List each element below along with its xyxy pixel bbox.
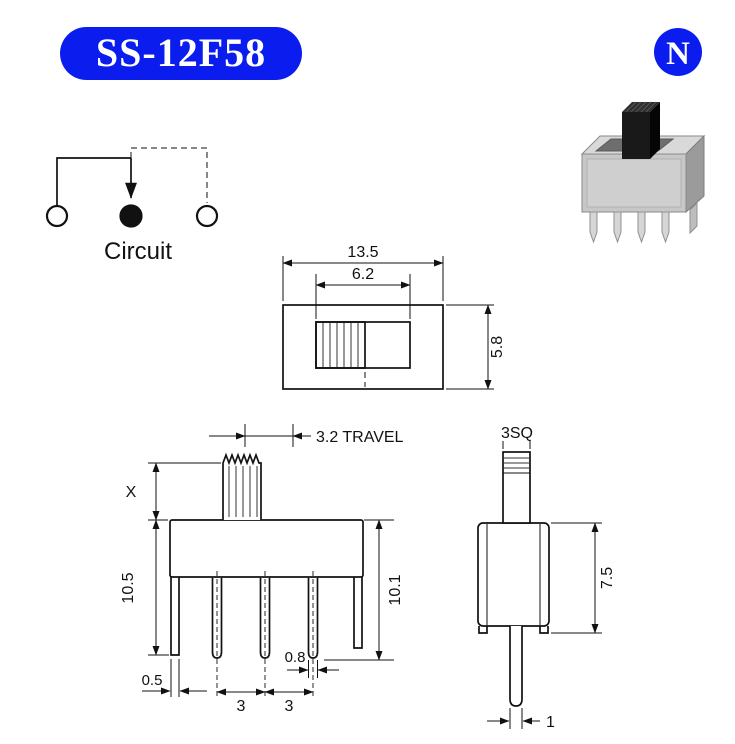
- photo-knob-side: [650, 102, 660, 159]
- circuit-label: Circuit: [104, 238, 172, 265]
- dim-knob-square-label: 3SQ: [501, 425, 533, 442]
- dim-pitch-right-label: 3: [285, 698, 294, 715]
- dim-travel-label: 3.2 TRAVEL: [316, 429, 404, 446]
- dim-slot-width-label: 6.2: [352, 266, 374, 283]
- dim-pin-width-label: 0.8: [285, 649, 306, 666]
- dim-height-left-label: 10.5: [120, 572, 137, 603]
- dim-side-height-label: 7.5: [599, 567, 616, 589]
- brand-logo: N: [654, 28, 702, 76]
- front-view-actuator: [222, 452, 262, 520]
- photo-side-lug: [689, 201, 698, 235]
- dim-height-right-label: 10.1: [387, 574, 404, 605]
- photo-knob-serration: [625, 101, 637, 113]
- side-view-right-foot: [539, 626, 549, 634]
- circuit-dashed-line: [130, 147, 208, 203]
- side-view-knob: [502, 451, 531, 524]
- front-view-pin: [307, 578, 319, 659]
- front-view-pin: [211, 578, 223, 659]
- side-view-body: [477, 522, 550, 627]
- photo-knob-front: [622, 112, 650, 159]
- photo-knob-serration: [630, 101, 642, 113]
- front-view-body: [169, 519, 364, 578]
- model-badge-bg: [60, 27, 302, 80]
- dim-knob-height-label: X: [126, 484, 137, 501]
- photo-knob-serration: [640, 101, 652, 113]
- photo-body-front-inner: [586, 158, 682, 208]
- front-view-left-lug: [170, 577, 180, 656]
- front-view-pin: [259, 578, 271, 659]
- front-view-right-lug: [353, 577, 363, 649]
- top-view-body: [282, 304, 444, 390]
- photo-pin: [661, 211, 670, 244]
- top-view: 13.5 6.2 5.8: [282, 244, 506, 390]
- terminal-common-icon: [119, 204, 143, 228]
- photo-knob-serration: [645, 101, 657, 113]
- model-badge: SS-12F58: [60, 27, 302, 80]
- photo-knob-serration: [635, 101, 647, 113]
- brand-logo-circle-icon: [654, 28, 702, 76]
- dim-side-pin-width-label: 1: [546, 714, 555, 731]
- front-view: 3.2 TRAVEL X 10.5 10.1 0.5 3 3 0.8: [120, 424, 404, 715]
- switch-photo: [580, 101, 706, 244]
- side-view-pin: [509, 626, 523, 707]
- dim-body-height-label: 5.8: [489, 336, 506, 358]
- circuit-diagram: Circuit: [45, 147, 219, 265]
- terminal-right-icon: [195, 204, 219, 228]
- model-badge-label: SS-12F58: [96, 30, 266, 75]
- photo-pin: [589, 211, 598, 244]
- side-view-left-foot: [478, 626, 488, 634]
- side-view: 3SQ 7.5 1: [477, 425, 616, 731]
- photo-pin: [637, 211, 646, 244]
- photo-pin: [613, 211, 622, 244]
- dim-overall-width-label: 13.5: [347, 244, 378, 261]
- dim-lug-offset-label: 0.5: [142, 672, 163, 689]
- dim-pitch-left-label: 3: [237, 698, 246, 715]
- circuit-solid-line: [56, 157, 131, 205]
- brand-logo-letter: N: [666, 36, 690, 72]
- terminal-left-icon: [45, 204, 69, 228]
